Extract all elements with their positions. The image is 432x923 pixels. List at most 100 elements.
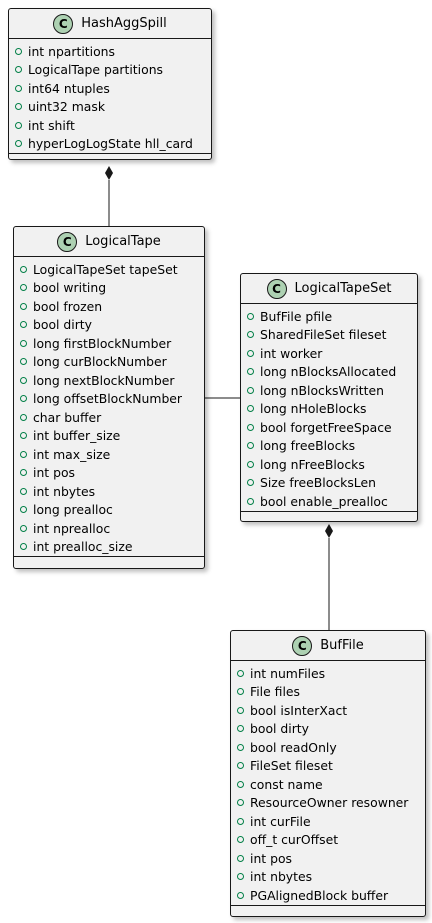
class-logicaltapeset: C LogicalTapeSet BufFile pfile SharedFil… [240, 273, 418, 522]
public-visibility-icon [247, 312, 254, 320]
public-visibility-icon [247, 331, 254, 339]
attribute: const name [231, 775, 425, 794]
attribute: bool dirty [14, 316, 204, 335]
class-c-icon: C [266, 278, 287, 299]
attribute: PGAlignedBlock buffer [231, 886, 425, 905]
attribute: int shift [9, 116, 211, 135]
attribute: int prealloc_size [14, 538, 204, 557]
public-visibility-icon [15, 84, 22, 92]
attribute: long nFreeBlocks [241, 455, 417, 474]
attribute: bool enable_prealloc [241, 492, 417, 511]
attribute: int buffer_size [14, 427, 204, 446]
public-visibility-icon [15, 140, 22, 148]
public-visibility-icon [15, 121, 22, 129]
public-visibility-icon [237, 817, 244, 825]
method-compartment [231, 906, 425, 912]
attribute: ResourceOwner resowner [231, 794, 425, 813]
class-buffile: C BufFile int numFiles File files bool i… [230, 630, 426, 917]
attribute-list: int numFiles File files bool isInterXact… [231, 661, 425, 906]
public-visibility-icon [237, 873, 244, 881]
attribute: int nbytes [231, 868, 425, 887]
class-logicaltape: C LogicalTape LogicalTapeSet tapeSet boo… [13, 226, 205, 569]
public-visibility-icon [20, 487, 27, 495]
attribute: bool readOnly [231, 738, 425, 757]
attribute-list: int npartitions LogicalTape partitions i… [9, 39, 211, 154]
public-visibility-icon [20, 524, 27, 532]
class-name: HashAggSpill [81, 16, 167, 31]
class-header: C LogicalTapeSet [241, 274, 417, 304]
attribute: long curBlockNumber [14, 353, 204, 372]
public-visibility-icon [20, 339, 27, 347]
class-name: LogicalTapeSet [294, 281, 392, 296]
class-header: C LogicalTape [14, 227, 204, 257]
public-visibility-icon [247, 368, 254, 376]
public-visibility-icon [237, 725, 244, 733]
attribute: File files [231, 683, 425, 702]
public-visibility-icon [237, 799, 244, 807]
class-c-icon: C [292, 635, 313, 656]
public-visibility-icon [247, 497, 254, 505]
attribute: off_t curOffset [231, 831, 425, 850]
attribute: bool writing [14, 279, 204, 298]
public-visibility-icon [237, 743, 244, 751]
public-visibility-icon [20, 284, 27, 292]
public-visibility-icon [20, 413, 27, 421]
attribute: bool forgetFreeSpace [241, 418, 417, 437]
public-visibility-icon [20, 321, 27, 329]
public-visibility-icon [237, 688, 244, 696]
attribute: int max_size [14, 445, 204, 464]
composition-diamond-hashaggspill [105, 166, 113, 180]
attribute: FileSet fileset [231, 757, 425, 776]
attribute: bool frozen [14, 297, 204, 316]
public-visibility-icon [15, 47, 22, 55]
attribute: uint32 mask [9, 98, 211, 117]
attribute: LogicalTapeSet tapeSet [14, 260, 204, 279]
attribute: int worker [241, 344, 417, 363]
public-visibility-icon [247, 423, 254, 431]
public-visibility-icon [20, 395, 27, 403]
attribute: long nextBlockNumber [14, 371, 204, 390]
attribute: int curFile [231, 812, 425, 831]
public-visibility-icon [20, 469, 27, 477]
attribute: int nprealloc [14, 519, 204, 538]
public-visibility-icon [237, 891, 244, 899]
attribute: int pos [231, 849, 425, 868]
attribute: LogicalTape partitions [9, 61, 211, 80]
public-visibility-icon [247, 386, 254, 394]
attribute: int64 ntuples [9, 79, 211, 98]
public-visibility-icon [20, 543, 27, 551]
class-hashaggspill: C HashAggSpill int npartitions LogicalTa… [8, 8, 212, 160]
public-visibility-icon [247, 405, 254, 413]
public-visibility-icon [237, 836, 244, 844]
attribute: long prealloc [14, 501, 204, 520]
public-visibility-icon [20, 302, 27, 310]
public-visibility-icon [237, 669, 244, 677]
public-visibility-icon [15, 66, 22, 74]
public-visibility-icon [20, 265, 27, 273]
attribute: int npartitions [9, 42, 211, 61]
public-visibility-icon [237, 762, 244, 770]
attribute: BufFile pfile [241, 307, 417, 326]
attribute-list: BufFile pfile SharedFileSet fileset int … [241, 304, 417, 512]
public-visibility-icon [247, 442, 254, 450]
attribute: long nBlocksWritten [241, 381, 417, 400]
attribute: Size freeBlocksLen [241, 474, 417, 493]
attribute: int pos [14, 464, 204, 483]
public-visibility-icon [20, 432, 27, 440]
public-visibility-icon [20, 358, 27, 366]
public-visibility-icon [247, 349, 254, 357]
composition-diamond-logicaltapeset [325, 524, 333, 538]
attribute: bool isInterXact [231, 701, 425, 720]
public-visibility-icon [237, 854, 244, 862]
attribute: int nbytes [14, 482, 204, 501]
public-visibility-icon [20, 506, 27, 514]
method-compartment [14, 557, 204, 563]
public-visibility-icon [237, 706, 244, 714]
method-compartment [9, 154, 211, 160]
attribute: long freeBlocks [241, 437, 417, 456]
public-visibility-icon [247, 479, 254, 487]
public-visibility-icon [20, 376, 27, 384]
attribute: SharedFileSet fileset [241, 326, 417, 345]
attribute-list: LogicalTapeSet tapeSet bool writing bool… [14, 257, 204, 557]
